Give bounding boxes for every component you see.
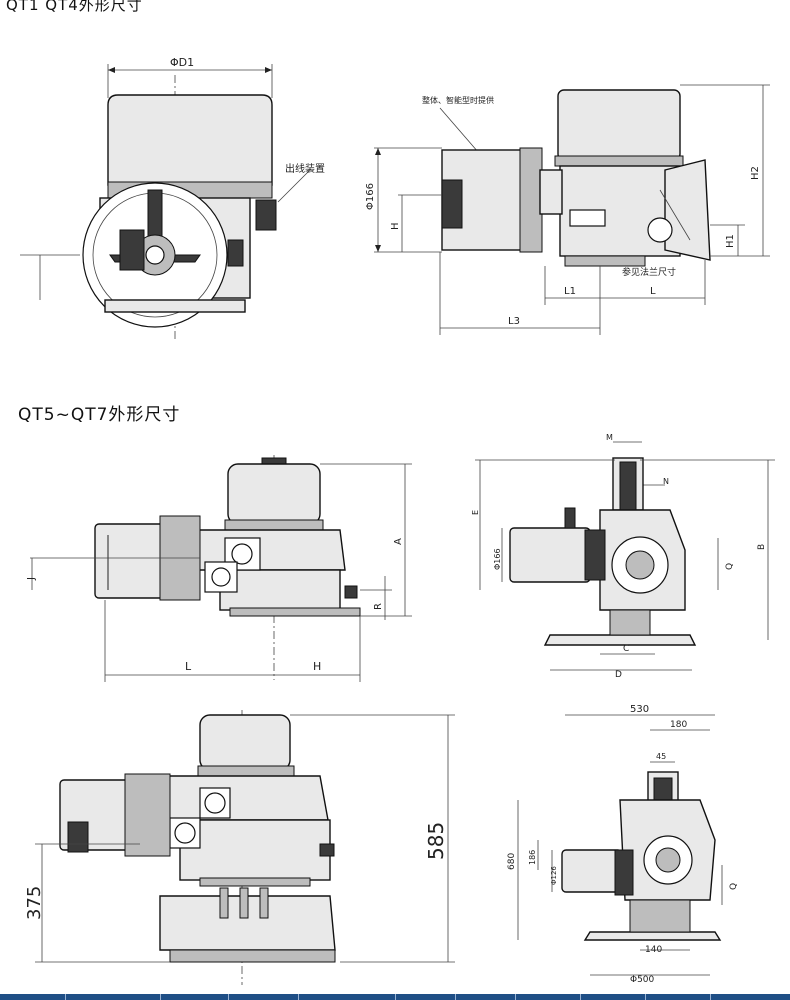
dim-186-label: 186 <box>528 850 537 865</box>
dim-680-label: 680 <box>507 853 517 870</box>
dim-126-label: Φ126 <box>550 866 558 885</box>
dim-h2-label: H2 <box>750 166 761 180</box>
dim-h-label: H <box>390 222 401 230</box>
drawing-qt1-side-view: 整体、智能型时提供 Φ166 H H2 H1 参见法兰尺寸 L1 L L3 <box>365 84 770 335</box>
dim-l1-label: L1 <box>564 286 576 297</box>
dim-r-label: R <box>373 603 384 610</box>
footer-bar <box>0 994 790 1000</box>
dim-180-label: 180 <box>670 720 687 730</box>
dim-45-label: 45 <box>656 752 666 761</box>
dim-c-label: C <box>623 644 629 654</box>
dim-b-label: B <box>757 544 767 550</box>
note-motor: 整体、智能型时提供 <box>422 95 494 105</box>
dim-166-label-d: Φ166 <box>493 548 502 570</box>
heading-qt1-qt4: QT1 QT4外形尺寸 <box>6 0 143 14</box>
drawing-qt7-front-view: 585 375 <box>24 710 455 985</box>
dim-l-label-c: L <box>185 660 192 673</box>
dim-n-label: N <box>663 477 669 486</box>
dim-l-label: L <box>650 286 656 297</box>
note-cable-device: 出线装置 <box>285 162 325 175</box>
dim-d1-label: ΦD1 <box>170 56 194 69</box>
dim-l3-label: L3 <box>508 316 520 327</box>
dim-q-label-f: Q <box>729 883 739 890</box>
note-flange: 参见法兰尺寸 <box>622 266 676 278</box>
dim-585-label: 585 <box>424 822 448 860</box>
drawing-qt7-side-view: 530 180 45 680 186 Φ126 Q 140 Φ500 <box>507 704 739 985</box>
dim-e-label: E <box>471 510 480 515</box>
drawing-qt5-side-view: M N E Φ166 Q B C D <box>471 433 775 680</box>
drawing-qt5-front-view: J A R L H <box>26 455 412 682</box>
dim-h-label-c: H <box>313 660 321 673</box>
dim-375-label: 375 <box>24 886 45 920</box>
heading-qt5-qt7: QT5~QT7外形尺寸 <box>18 405 181 425</box>
drawing-qt1-front-view: ΦD1 出线装置 <box>20 56 325 340</box>
dim-140-label: 140 <box>645 945 662 955</box>
dim-500-label: Φ500 <box>630 975 655 985</box>
dim-a-label: A <box>393 538 404 545</box>
dim-166-label: Φ166 <box>365 183 376 210</box>
dim-530-label: 530 <box>630 704 649 715</box>
dim-j-label: J <box>26 577 37 581</box>
dim-d-label: D <box>615 670 622 680</box>
dim-m-label: M <box>606 433 613 442</box>
dim-h1-label: H1 <box>725 234 736 248</box>
dim-q-label-d: Q <box>725 563 735 570</box>
